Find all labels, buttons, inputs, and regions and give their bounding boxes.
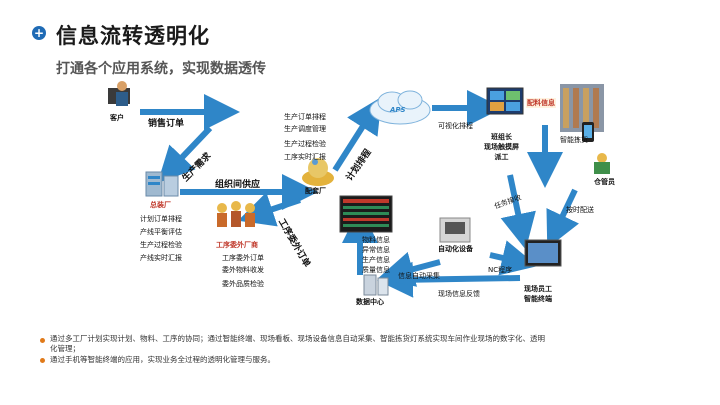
flow-nc-program: NC程序 — [488, 266, 513, 274]
customer-label: 客户 — [110, 114, 124, 122]
flow-info-auto: 信息自动采集 — [398, 272, 440, 280]
supplier-item-4: 工序实时汇报 — [284, 153, 326, 161]
aps-cloud-icon — [369, 90, 431, 125]
outsource-item-1: 工序委外订单 — [222, 254, 264, 262]
outsource-item-2: 委外物料收发 — [222, 266, 264, 274]
auto-device-icon — [439, 217, 471, 243]
data-item-3: 生产信息 — [362, 256, 390, 264]
data-center-icon — [363, 274, 389, 296]
arrow-production-request — [157, 125, 213, 184]
outsource-label: 工序委外厂商 — [216, 241, 258, 249]
auto-device-label: 自动化设备 — [438, 245, 473, 253]
data-item-1: 物料信息 — [362, 236, 390, 244]
worker-terminal-icon — [524, 239, 562, 267]
supplier-item-2: 生产调度管理 — [284, 125, 326, 133]
warehouse-keeper-label: 仓管员 — [594, 178, 615, 186]
flow-org-supply: 组织间供应 — [215, 180, 261, 190]
factory-label: 总装厂 — [150, 201, 171, 209]
data-item-2: 异常信息 — [362, 246, 390, 254]
arrow-nc — [489, 240, 538, 276]
warehouse-shelves-icon — [560, 84, 604, 132]
smart-pick-label: 智能拣货 — [560, 136, 588, 144]
page-title: 信息流转透明化 — [56, 24, 210, 48]
worker-label: 现场员工 智能终端 — [524, 285, 552, 303]
plus-icon: + — [32, 26, 46, 40]
bullet-icon — [40, 338, 45, 343]
outsource-workers-icon — [217, 201, 255, 227]
data-dashboard-icon — [339, 195, 393, 233]
arrow-plan-dispatch — [332, 96, 382, 172]
arrow-timely-delivery — [546, 188, 579, 249]
material-info-tag: 配料信息 — [526, 98, 556, 108]
supplier-item-1: 生产订单排程 — [284, 113, 326, 121]
flow-arrows — [140, 90, 579, 298]
factory-item-2: 产线平衡评估 — [140, 228, 182, 236]
customer-icon — [108, 81, 130, 106]
flow-sales-order: 销售订单 — [148, 119, 185, 129]
factory-icon — [145, 171, 179, 197]
arrow-process-outsource — [237, 192, 301, 227]
board-screen-icon — [486, 87, 524, 115]
factory-item-4: 产线实时汇报 — [140, 254, 182, 262]
supplier-item-3: 生产过程检验 — [284, 140, 326, 148]
bullet-icon — [40, 358, 45, 363]
supplier-label: 配套厂 — [305, 187, 326, 195]
board-label: 班组长 现场触摸屏 派工 — [484, 133, 519, 161]
flow-timely-delivery: 按时配送 — [566, 206, 594, 214]
flow-visual-schedule: 可视化排程 — [438, 122, 473, 130]
flow-field-feedback: 现场信息反馈 — [438, 290, 480, 298]
footer-text-2: 通过手机等智能终端的应用，实现业务全过程的透明化管理与服务。 — [50, 355, 275, 364]
data-item-4: 质量信息 — [362, 266, 390, 274]
warehouse-keeper-icon — [594, 153, 610, 174]
factory-item-3: 生产过程检验 — [140, 241, 182, 249]
data-center-label: 数据中心 — [356, 298, 384, 306]
arrow-auto-collect — [377, 251, 441, 287]
factory-item-1: 计划订单排程 — [140, 215, 182, 223]
footer-text-1: 通过多工厂计划实现计划、物料、工序的协同；通过智能终端、现场看板、现场设备信息自… — [50, 334, 545, 353]
page-subtitle: 打通各个应用系统，实现数据透传 — [56, 61, 266, 77]
aps-label: APS — [390, 106, 406, 114]
phone-icon — [582, 122, 594, 142]
supplier-icon — [302, 158, 334, 186]
outsource-item-3: 委外品质检验 — [222, 280, 264, 288]
arrow-task-receive — [500, 174, 536, 250]
